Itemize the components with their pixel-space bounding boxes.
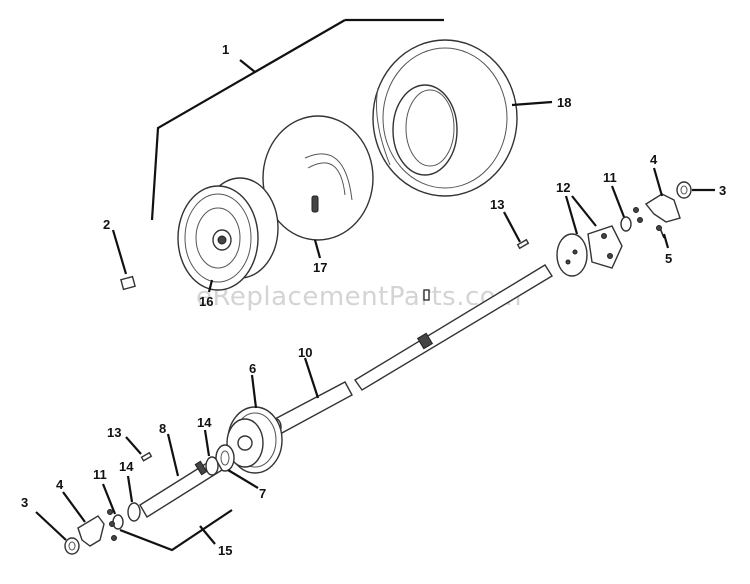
- callout-16: 16: [199, 294, 213, 309]
- callout-14-upper: 14: [197, 415, 212, 430]
- callout-6: 6: [249, 361, 256, 376]
- callout-10: 10: [298, 345, 312, 360]
- washer-3-right: [676, 181, 715, 199]
- screw-5: [656, 225, 670, 249]
- callout-7: 7: [259, 486, 266, 501]
- axle-shaft: [353, 264, 553, 391]
- callout-18: 18: [557, 95, 571, 110]
- callout-1: 1: [222, 42, 229, 57]
- left-shaft: [139, 433, 223, 518]
- bracket-15: [119, 509, 233, 552]
- hub-assembly: [556, 195, 623, 277]
- washer-7: [215, 444, 259, 489]
- callout-3-left: 3: [21, 495, 28, 510]
- inner-tube: [262, 115, 374, 259]
- bearing-11-right: [610, 185, 643, 232]
- wheel-rim: [177, 177, 279, 293]
- pin-13-lower: [125, 436, 153, 462]
- bracket-1: [150, 18, 444, 221]
- clip-part: [111, 229, 136, 291]
- callout-2: 2: [103, 217, 110, 232]
- callout-12: 12: [556, 180, 570, 195]
- tire: [372, 39, 553, 197]
- bearing-14-upper: [203, 429, 219, 476]
- callout-14-lower: 14: [119, 459, 134, 474]
- callout-4-left: 4: [56, 477, 64, 492]
- gear: [226, 374, 283, 474]
- callout-17: 17: [313, 260, 327, 275]
- callout-11-left: 11: [93, 467, 107, 482]
- spacer-tube: [270, 357, 353, 436]
- callout-13-upper: 13: [490, 197, 504, 212]
- bearing-14-lower: [126, 475, 141, 522]
- pin-13-upper: [503, 211, 530, 250]
- callout-4-right: 4: [650, 152, 658, 167]
- callout-11-right: 11: [603, 170, 617, 185]
- flange-4-right: [644, 167, 681, 223]
- lower-left-hardware: [35, 483, 124, 555]
- callout-3-right: 3: [719, 183, 726, 198]
- watermark-text: eReplacementParts.com: [196, 282, 522, 312]
- callout-13-lower: 13: [107, 425, 121, 440]
- callout-15: 15: [218, 543, 232, 558]
- callout-5: 5: [665, 251, 672, 266]
- callout-8: 8: [159, 421, 166, 436]
